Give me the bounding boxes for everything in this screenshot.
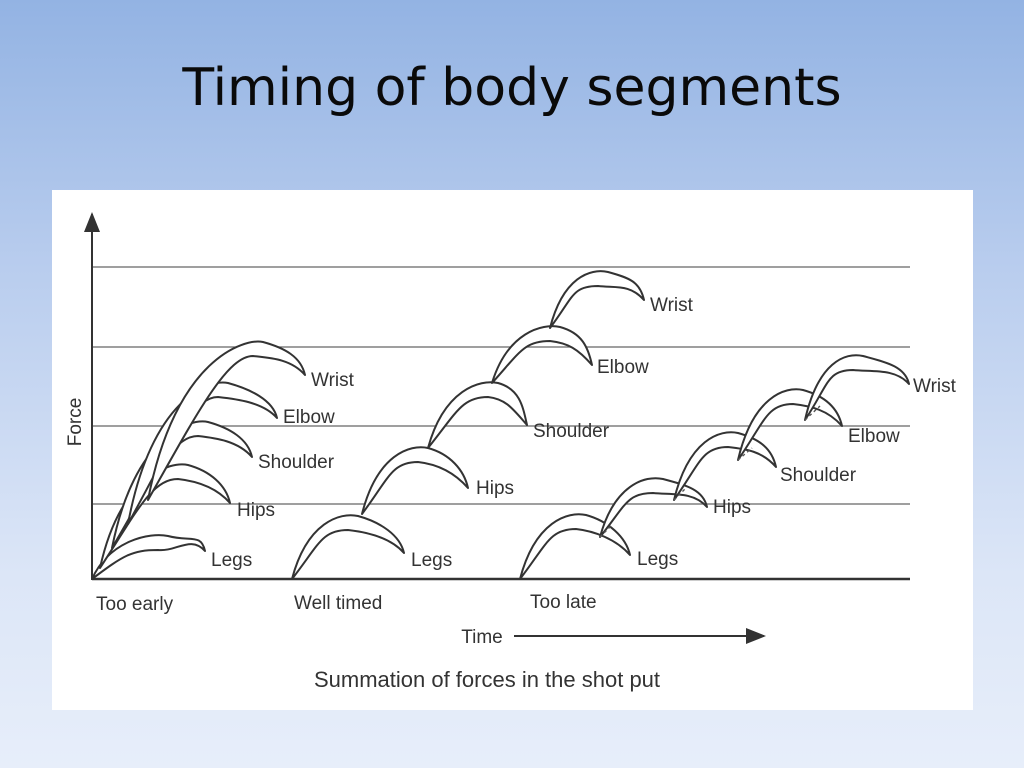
too-early-wrist-curve bbox=[147, 340, 306, 501]
too-late-legs-label: Legs bbox=[637, 549, 678, 570]
diagram-caption: Summation of forces in the shot put bbox=[314, 667, 660, 692]
x-axis-label: Time bbox=[461, 627, 503, 648]
too-late-shoulder-curve bbox=[673, 431, 777, 501]
too-early-hips-label: Hips bbox=[237, 500, 275, 521]
group-label-too-early: Too early bbox=[96, 594, 174, 615]
too-early-shoulder-label: Shoulder bbox=[258, 452, 335, 473]
too-late-elbow-curve bbox=[737, 388, 843, 461]
too-late-hips-curve bbox=[599, 477, 708, 538]
too-early-legs-label: Legs bbox=[211, 550, 252, 571]
well-timed-shoulder-label: Shoulder bbox=[533, 421, 610, 442]
group-label-well-timed: Well timed bbox=[294, 593, 382, 614]
too-early-elbow-label: Elbow bbox=[283, 407, 335, 428]
diagram-labels: Force Time Summation of forces in the sh… bbox=[65, 295, 957, 692]
too-late-legs-curve bbox=[519, 513, 631, 580]
too-late-shoulder-label: Shoulder bbox=[780, 465, 857, 486]
too-late-hips-label: Hips bbox=[713, 497, 751, 518]
well-timed-shoulder-curve bbox=[427, 381, 528, 449]
too-late-link bbox=[673, 487, 687, 501]
well-timed-hips-curve bbox=[361, 446, 469, 515]
y-axis-label: Force bbox=[65, 398, 86, 447]
well-timed-elbow-label: Elbow bbox=[597, 357, 649, 378]
force-gridlines bbox=[92, 266, 910, 505]
too-early-legs-curve bbox=[91, 534, 206, 580]
too-late-link bbox=[599, 524, 613, 538]
too-late-wrist-label: Wrist bbox=[913, 376, 957, 397]
well-timed-elbow-curve bbox=[491, 325, 593, 384]
axes bbox=[84, 212, 910, 644]
too-late-wrist-curve bbox=[804, 354, 910, 421]
slide-title: Timing of body segments bbox=[182, 58, 842, 118]
too-late-elbow-label: Elbow bbox=[848, 426, 900, 447]
well-timed-wrist-label: Wrist bbox=[650, 295, 694, 316]
group-label-too-late: Too late bbox=[530, 592, 597, 613]
diagram-panel: Force Time Summation of forces in the sh… bbox=[52, 190, 973, 710]
force-timing-diagram: Force Time Summation of forces in the sh… bbox=[65, 212, 957, 692]
well-timed-hips-label: Hips bbox=[476, 478, 514, 499]
force-curves bbox=[91, 270, 910, 580]
too-early-wrist-label: Wrist bbox=[311, 370, 355, 391]
well-timed-wrist-curve bbox=[549, 270, 645, 329]
well-timed-legs-label: Legs bbox=[411, 550, 452, 571]
well-timed-legs-curve bbox=[291, 514, 405, 580]
